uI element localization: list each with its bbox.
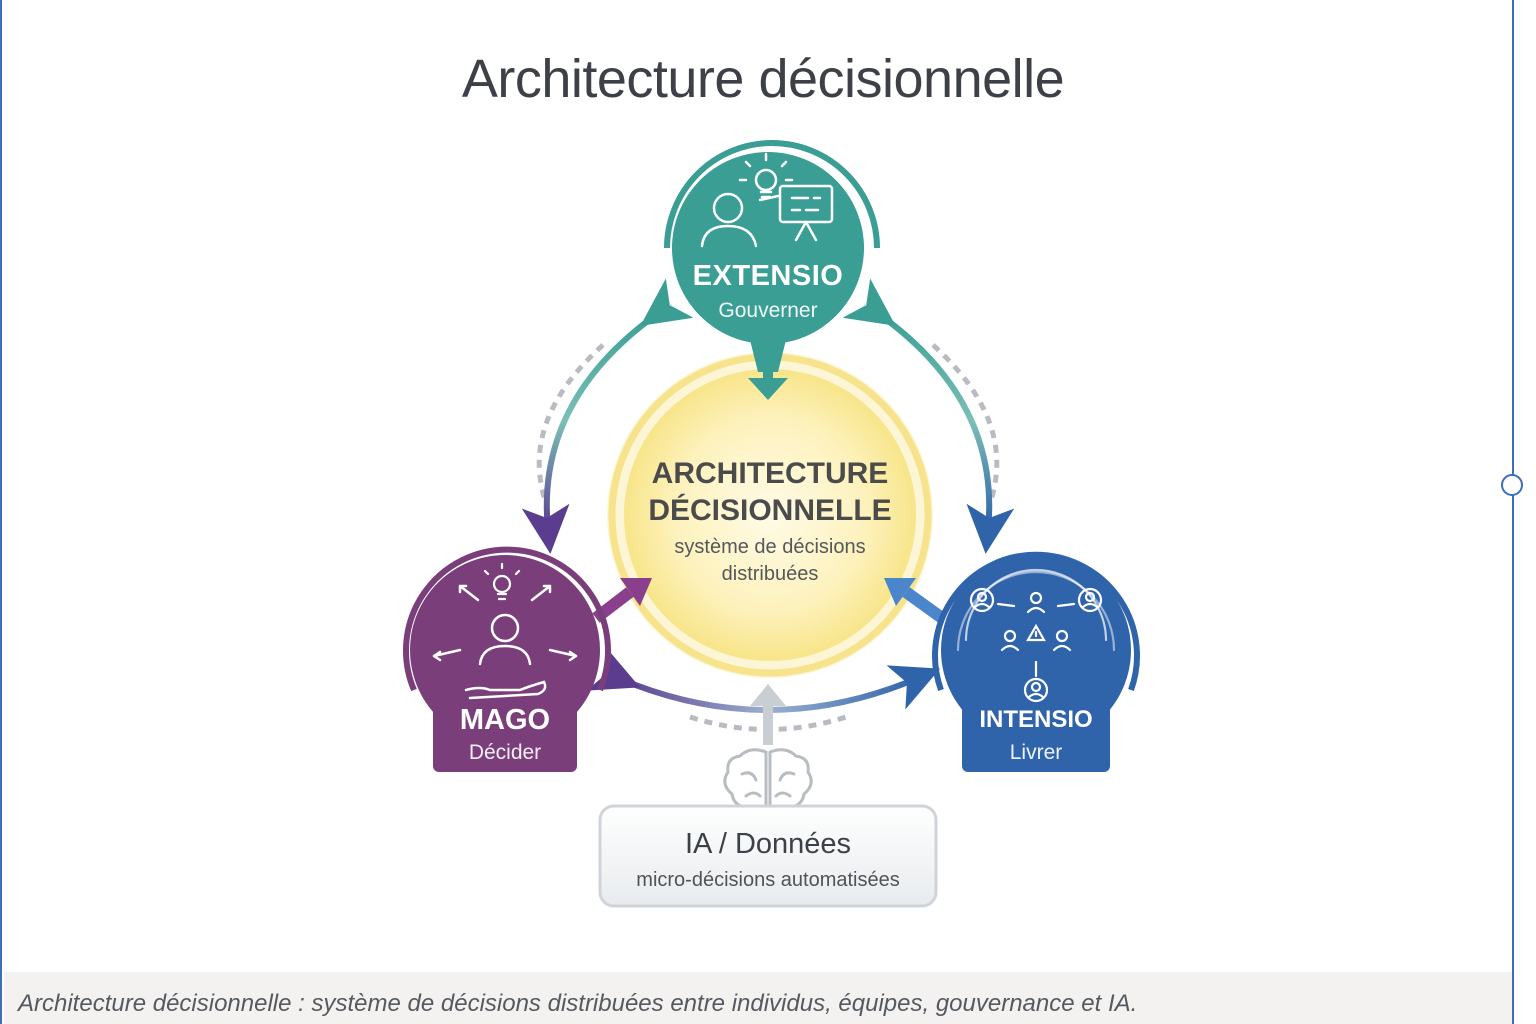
page-title: Architecture décisionnelle	[461, 49, 1065, 109]
lightbulb-small-icon	[483, 562, 521, 601]
intensio-label-box	[962, 702, 1110, 772]
mago-outer-ring	[403, 546, 611, 692]
mago-title: MAGO	[459, 704, 551, 736]
intensio-outer-ring	[932, 551, 1140, 692]
arrow-mago-core-head	[620, 578, 652, 606]
arrow-intensio-core	[902, 587, 946, 623]
arrow-extensio-core-head	[748, 378, 788, 400]
extensio-subtitle: Gouverner	[718, 299, 818, 322]
brain-icon	[723, 748, 813, 815]
team-network-icon	[956, 568, 1116, 703]
intensio-subtitle: Livrer	[1009, 741, 1063, 764]
core-title: ARCHITECTURE DÉCISIONNELLE	[620, 455, 920, 529]
core-title-line1: ARCHITECTURE	[651, 457, 889, 490]
lightbulb-icon	[738, 152, 794, 199]
arrow-extensio-intensio	[842, 278, 1015, 554]
intensio-title: INTENSIO	[979, 706, 1093, 733]
extensio-tail	[750, 340, 786, 372]
ia-title: IA / Données	[684, 828, 852, 860]
core-title-line2: DÉCISIONNELLE	[648, 494, 892, 527]
arrow-intensio-core-head	[884, 578, 916, 606]
arrow-extensio-mago	[521, 278, 694, 554]
core-subtitle: système de décisions distribuées	[620, 534, 920, 588]
figure-caption: Architecture décisionnelle : système de …	[18, 990, 1138, 1017]
ia-box	[598, 804, 938, 908]
mago-subtitle: Décider	[468, 741, 542, 764]
extensio-title: EXTENSIO	[692, 260, 844, 292]
ia-subtitle: micro-décisions automatisées	[636, 869, 900, 891]
frame-right-border	[1512, 0, 1514, 1024]
caption-bar	[4, 972, 1512, 1024]
mago-label-box	[433, 700, 577, 772]
core-circle	[624, 369, 916, 661]
arrow-ia-core-head	[750, 684, 786, 706]
core-subtitle-line1: système de décisions	[674, 536, 866, 558]
intensio-circle	[941, 555, 1131, 745]
mago-circle	[410, 555, 600, 745]
resize-handle[interactable]	[1501, 474, 1523, 496]
core-subtitle-line2: distribuées	[721, 563, 819, 585]
person-hand-icon	[432, 584, 578, 700]
extensio-circle	[672, 152, 864, 344]
frame-left-border	[0, 0, 2, 1024]
extensio-outer-ring	[664, 140, 880, 249]
